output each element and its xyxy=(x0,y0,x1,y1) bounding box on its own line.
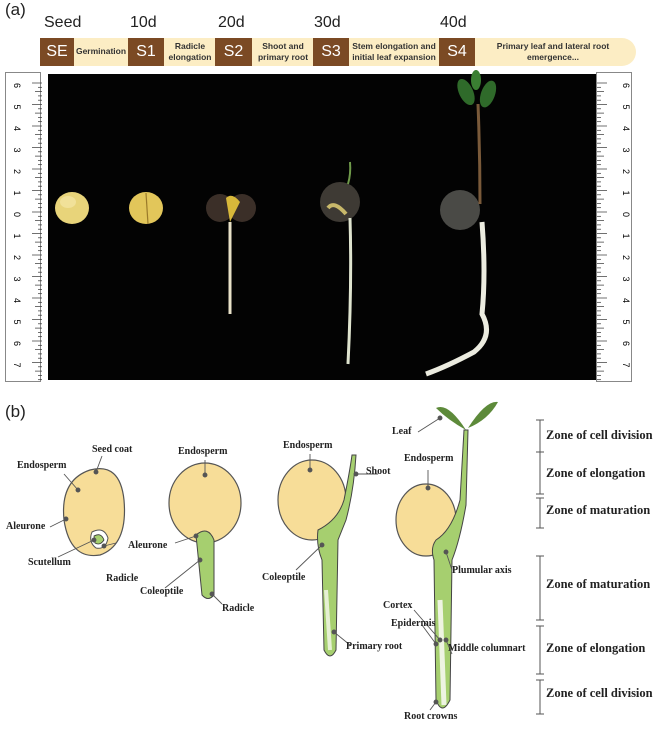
label-d1-aleurone: Aleurone xyxy=(6,521,46,532)
zone-label-cell-division-top: Zone of cell division xyxy=(546,428,653,442)
ruler-tick-label: 2 xyxy=(621,169,631,174)
ruler-tick-label: 1 xyxy=(12,234,22,239)
ruler-tick-label: 4 xyxy=(12,298,22,303)
ruler-tick-label: 1 xyxy=(621,234,631,239)
ruler-tick-label: 6 xyxy=(12,83,22,88)
label-d3-primary-root: Primary root xyxy=(346,641,403,652)
ruler-tick-label: 5 xyxy=(12,105,22,110)
ruler-tick-label: 3 xyxy=(621,277,631,282)
seedling-s3 xyxy=(320,161,360,365)
ruler-tick-label: 6 xyxy=(12,341,22,346)
label-d4-middle-columnart: Middle columnart xyxy=(448,643,526,654)
stage-badge-s4: S4 xyxy=(439,38,475,66)
label-d3-coleoptile: Coleoptile xyxy=(262,572,306,583)
stage-badge-s3: S3 xyxy=(313,38,349,66)
transition-radicle-elongation: Radicle elongation xyxy=(168,41,212,62)
seedling-photo-drawing xyxy=(55,70,497,377)
ruler-tick-label: 0 xyxy=(12,212,22,217)
zone-label-elongation-top: Zone of elongation xyxy=(546,466,646,480)
ruler-tick-label: 2 xyxy=(621,255,631,260)
ruler-tick-label: 4 xyxy=(621,298,631,303)
diagram-shoot xyxy=(277,454,357,657)
panel-a-label: (a) xyxy=(5,0,26,19)
zone-label-cell-division-bottom: Zone of cell division xyxy=(546,686,653,700)
panel-b-label: (b) xyxy=(5,402,26,421)
day-label-20d: 20d xyxy=(218,14,245,31)
ruler-tick-label: 1 xyxy=(12,191,22,196)
ruler-tick-label: 7 xyxy=(12,363,22,368)
label-d4-cortex: Cortex xyxy=(383,600,413,611)
stage-badge-s2: S2 xyxy=(215,38,252,66)
label-d4-epidermis: Epidermis xyxy=(391,618,436,629)
label-d1-seed-coat: Seed coat xyxy=(92,444,133,455)
leader-lines xyxy=(49,415,453,711)
transition-primary-leaf: Primary leaf and lateral root emergence.… xyxy=(496,41,610,62)
label-d4-leaf: Leaf xyxy=(392,426,412,437)
day-label-30d: 30d xyxy=(314,14,341,31)
label-d2-radicle: Radicle xyxy=(222,603,255,614)
ruler-tick-label: 5 xyxy=(621,105,631,110)
ruler-tick-label: 5 xyxy=(12,320,22,325)
diagram-radicle xyxy=(168,462,242,599)
label-d2-aleurone: Aleurone xyxy=(128,540,168,551)
ruler-tick-label: 4 xyxy=(12,126,22,131)
ruler-left: 6 5 4 3 2 1 0 1 2 3 4 5 6 7 xyxy=(5,72,42,382)
ruler-tick-label: 2 xyxy=(12,255,22,260)
ruler-right-ticks: 6 5 4 3 2 1 0 1 2 3 4 5 6 7 xyxy=(597,82,631,381)
label-d4-root-crowns: Root crowns xyxy=(404,711,458,722)
transition-stem-elongation: Stem elongation and initial leaf expansi… xyxy=(352,41,436,62)
ruler-tick-label: 5 xyxy=(621,320,631,325)
ruler-tick-label: 6 xyxy=(621,83,631,88)
stage-badge-s1: S1 xyxy=(128,38,164,66)
ruler-left-ticks: 6 5 4 3 2 1 0 1 2 3 4 5 6 7 xyxy=(12,82,42,381)
stage-badge-se: SE xyxy=(40,38,74,66)
day-label-10d: 10d xyxy=(130,14,157,31)
zone-label-maturation-top: Zone of maturation xyxy=(546,503,651,517)
ruler-tick-label: 3 xyxy=(12,277,22,282)
ruler-tick-label: 0 xyxy=(621,212,631,217)
ruler-tick-label: 4 xyxy=(621,126,631,131)
ruler-tick-label: 1 xyxy=(621,191,631,196)
seedling-photo xyxy=(48,70,596,380)
zone-label-elongation-bottom: Zone of elongation xyxy=(546,641,646,655)
label-d2-coleoptile: Coleoptile xyxy=(140,586,184,597)
ruler-tick-label: 3 xyxy=(12,148,22,153)
day-label-seed: Seed xyxy=(44,14,82,31)
label-d1-endosperm: Endosperm xyxy=(17,460,67,471)
transition-shoot-primary-root: Shoot and primary root xyxy=(257,41,309,62)
ruler-tick-label: 2 xyxy=(12,169,22,174)
seedling-s4 xyxy=(425,70,497,377)
label-d1-radicle: Radicle xyxy=(106,573,139,584)
zone-brackets xyxy=(536,419,544,715)
ruler-tick-label: 7 xyxy=(621,363,631,368)
label-d1-scutellum: Scutellum xyxy=(28,557,71,568)
day-label-40d: 40d xyxy=(440,14,467,31)
ruler-right: 6 5 4 3 2 1 0 1 2 3 4 5 6 7 xyxy=(596,72,632,382)
seedling-s2 xyxy=(206,194,256,314)
seed-s1 xyxy=(129,192,163,224)
zone-label-maturation-bottom: Zone of maturation xyxy=(546,577,651,591)
label-d3-shoot: Shoot xyxy=(366,466,391,477)
ruler-tick-label: 6 xyxy=(621,341,631,346)
label-d3-endosperm: Endosperm xyxy=(283,440,333,451)
diagram-seed xyxy=(62,468,126,557)
ruler-tick-label: 3 xyxy=(621,148,631,153)
label-d4-plumular-axis: Plumular axis xyxy=(452,565,512,576)
transition-germination: Germination xyxy=(75,46,127,56)
label-d4-endosperm: Endosperm xyxy=(404,453,454,464)
label-d2-endosperm: Endosperm xyxy=(178,446,228,457)
